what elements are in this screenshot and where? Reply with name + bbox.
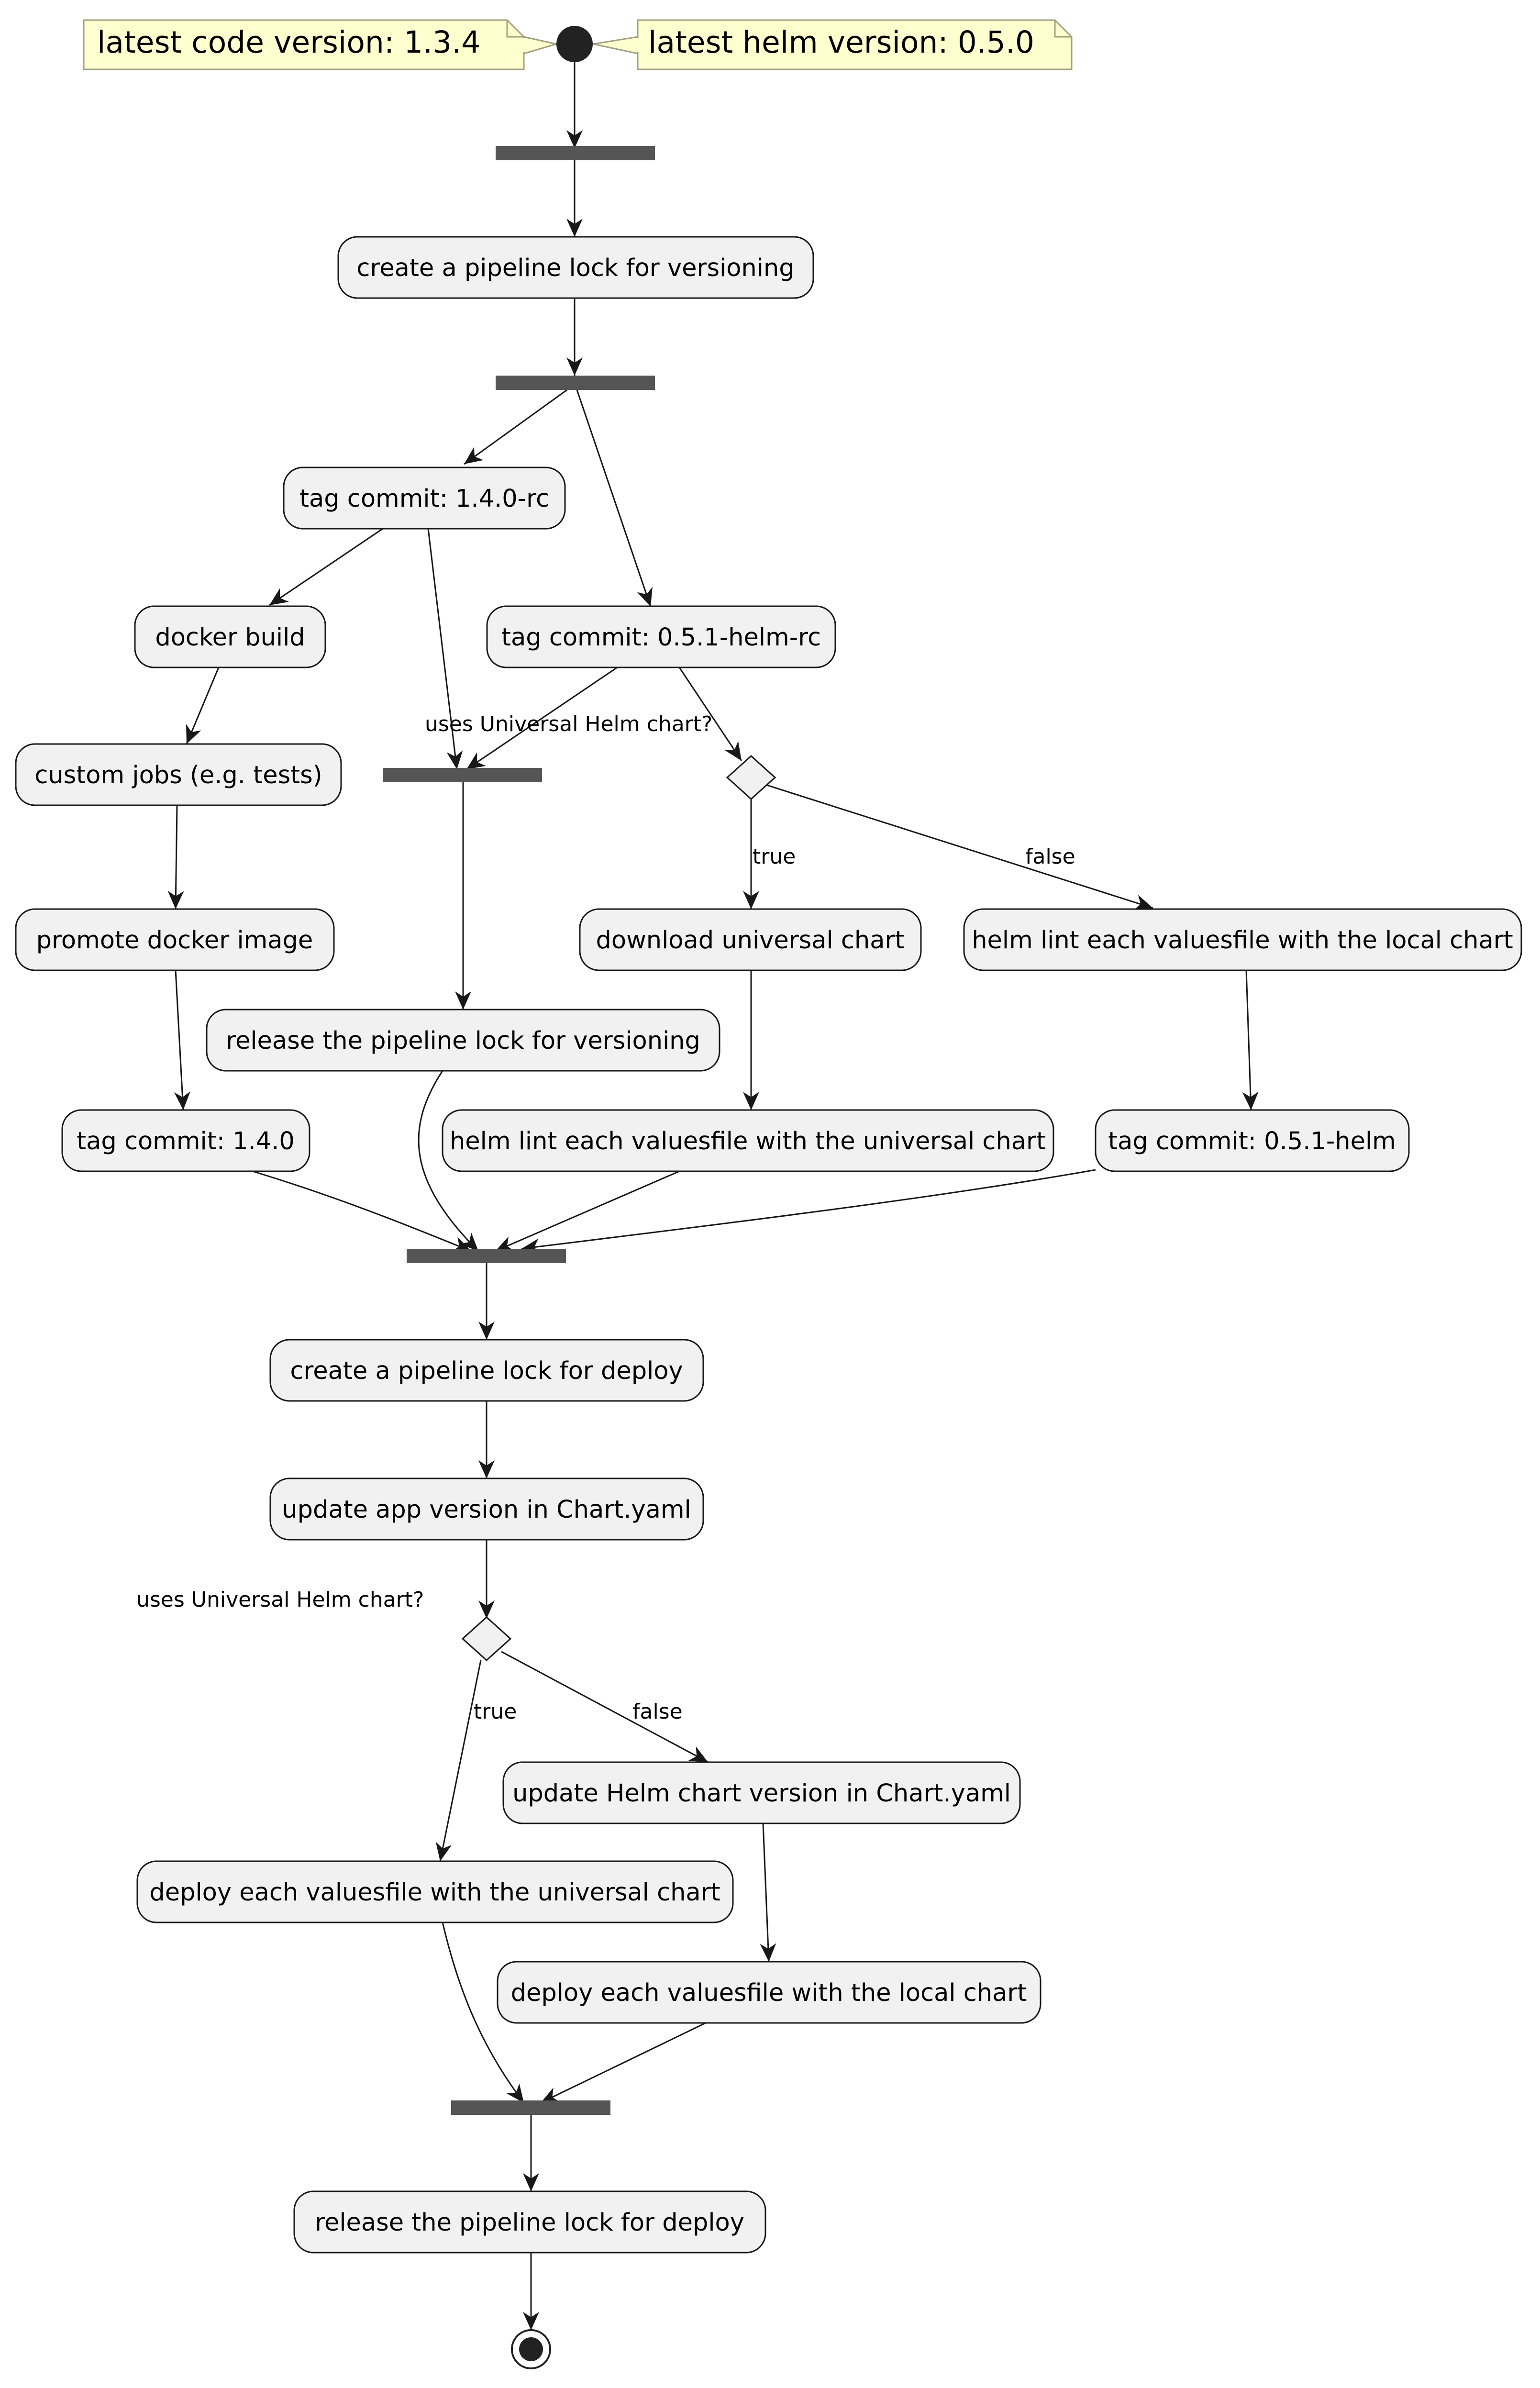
connector <box>495 1170 680 1252</box>
join-bar-main <box>407 1249 566 1263</box>
activity-create-lock-versioning: create a pipeline lock for versioning <box>337 236 814 299</box>
activity-deploy-local: deploy each valuesfile with the local ch… <box>497 1961 1041 2024</box>
svg-text:custom jobs (e.g. tests): custom jobs (e.g. tests) <box>34 761 322 789</box>
decision-question-versioning: uses Universal Helm chart? <box>425 712 712 736</box>
activity-tag-helm: tag commit: 0.5.1-helm <box>1095 1109 1410 1172</box>
connector <box>464 389 567 465</box>
svg-text:helm lint each valuesfile with: helm lint each valuesfile with the local… <box>972 926 1513 955</box>
svg-text:update app version in Chart.ya: update app version in Chart.yaml <box>282 1496 691 1524</box>
connector <box>466 666 618 770</box>
guard-false-versioning: false <box>1025 844 1075 869</box>
connector <box>501 1651 709 1763</box>
svg-text:tag commit: 1.4.0-rc: tag commit: 1.4.0-rc <box>299 485 549 513</box>
svg-text:tag commit: 1.4.0: tag commit: 1.4.0 <box>77 1127 295 1155</box>
activity-tag-helm-rc: tag commit: 0.5.1-helm-rc <box>486 605 836 668</box>
note-code-version: latest code version: 1.3.4 <box>83 19 557 70</box>
activity-promote-image: promote docker image <box>15 908 335 971</box>
activity-docker-build: docker build <box>134 605 326 668</box>
activity-update-helm-version: update Helm chart version in Chart.yaml <box>502 1761 1021 1824</box>
activity-tag-release: tag commit: 1.4.0 <box>61 1109 310 1172</box>
connector <box>760 1823 776 1962</box>
activity-release-lock-versioning: release the pipeline lock for versioning <box>206 1009 720 1072</box>
connector <box>1242 970 1259 1111</box>
activity-lint-universal: helm lint each valuesfile with the unive… <box>442 1109 1054 1172</box>
connector <box>435 1660 482 1862</box>
activity-create-lock-deploy: create a pipeline lock for deploy <box>269 1339 704 1402</box>
svg-text:helm lint each valuesfile with: helm lint each valuesfile with the unive… <box>450 1127 1046 1155</box>
fork-bar-versioning <box>496 376 655 390</box>
connector <box>765 784 1153 911</box>
connector <box>269 528 383 606</box>
guard-true-versioning: true <box>753 844 796 869</box>
activity-tag-rc: tag commit: 1.4.0-rc <box>283 466 566 530</box>
decision-universal-chart-versioning <box>726 755 776 800</box>
start-node <box>556 26 593 62</box>
svg-text:update Helm chart version in C: update Helm chart version in Chart.yaml <box>512 1779 1011 1808</box>
svg-text:release the pipeline lock for: release the pipeline lock for deploy <box>315 2209 744 2237</box>
connector <box>521 1169 1096 1255</box>
svg-text:deploy each valuesfile with th: deploy each valuesfile with the local ch… <box>511 1979 1027 2007</box>
connector <box>186 667 220 744</box>
fork-bar-start <box>496 146 655 160</box>
connector <box>167 805 184 910</box>
svg-text:create a pipeline lock for dep: create a pipeline lock for deploy <box>290 1357 683 1385</box>
activity-deploy-universal: deploy each valuesfile with the universa… <box>136 1860 734 1923</box>
connectors <box>167 62 1259 2330</box>
activity-custom-jobs: custom jobs (e.g. tests) <box>15 743 342 806</box>
note-code-version-text: latest code version: 1.3.4 <box>97 25 480 60</box>
decision-universal-chart-deploy <box>461 1616 512 1662</box>
svg-text:docker build: docker build <box>155 623 305 652</box>
connector <box>427 528 463 770</box>
connector <box>442 1922 525 2103</box>
svg-text:create a pipeline lock for ver: create a pipeline lock for versioning <box>356 254 794 282</box>
activity-update-app-version: update app version in Chart.yaml <box>269 1477 704 1541</box>
note-helm-version-text: latest helm version: 0.5.0 <box>648 25 1034 60</box>
svg-text:deploy each valuesfile with th: deploy each valuesfile with the universa… <box>149 1878 720 1907</box>
connector <box>540 2022 706 2104</box>
connector <box>418 1070 479 1252</box>
svg-text:tag commit: 0.5.1-helm-rc: tag commit: 0.5.1-helm-rc <box>501 623 821 652</box>
activity-release-lock-deploy: release the pipeline lock for deploy <box>293 2190 766 2254</box>
connector <box>576 389 653 607</box>
svg-text:release the pipeline lock for: release the pipeline lock for versioning <box>226 1027 700 1055</box>
connector <box>174 970 190 1111</box>
connector <box>678 667 742 761</box>
guard-false-deploy: false <box>632 1699 683 1724</box>
activity-lint-local: helm lint each valuesfile with the local… <box>963 908 1522 971</box>
join-bar-deploy <box>451 2100 610 2115</box>
svg-text:download universal chart: download universal chart <box>596 926 905 955</box>
guard-true-deploy: true <box>474 1699 517 1724</box>
svg-text:promote docker image: promote docker image <box>36 926 313 955</box>
decision-question-deploy: uses Universal Helm chart? <box>136 1588 424 1612</box>
connector <box>252 1170 472 1252</box>
end-node <box>511 2329 551 2369</box>
activity-download-universal: download universal chart <box>579 908 922 971</box>
svg-text:tag commit: 0.5.1-helm: tag commit: 0.5.1-helm <box>1108 1127 1396 1155</box>
join-bar-release-lock <box>383 768 542 782</box>
note-helm-version: latest helm version: 0.5.0 <box>593 19 1073 70</box>
